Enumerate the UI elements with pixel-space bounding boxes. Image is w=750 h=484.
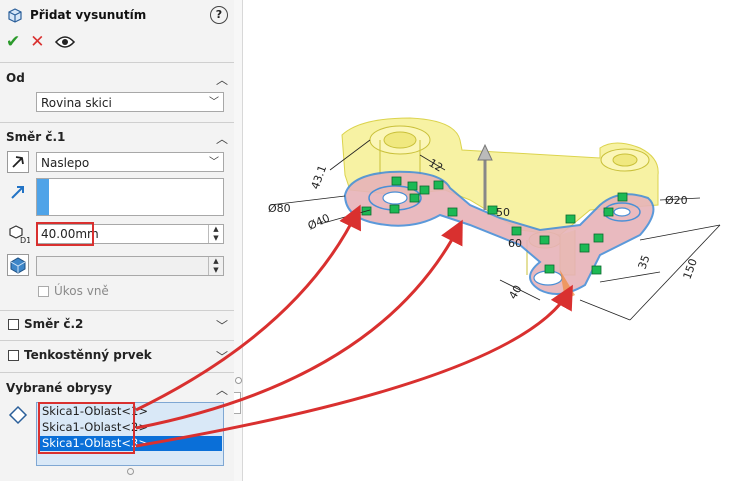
dimension-label: 43.1: [309, 164, 330, 191]
preview-eye-icon[interactable]: [54, 35, 75, 49]
divider: [0, 310, 234, 311]
model-view-svg: Ø80 Ø40 Ø20 43.1 12 50 35 150 40 60: [268, 117, 721, 321]
chevron-down-icon: ﹀: [209, 97, 219, 108]
chevron-up-icon[interactable]: ︿: [215, 132, 228, 146]
depth-value[interactable]: 40.00mm: [41, 227, 99, 241]
active-selection-marker: [37, 179, 49, 215]
dimension-label: Ø80: [268, 202, 291, 215]
panel-title: Přidat vysunutím: [30, 8, 147, 22]
splitter-grip-icon[interactable]: [235, 377, 242, 384]
direction-vector-icon: [11, 186, 24, 199]
chevron-up-icon[interactable]: ︿: [215, 383, 228, 397]
dimension-label: 60: [508, 237, 522, 250]
draft-icon: [10, 257, 26, 274]
from-section-title: Od: [6, 71, 25, 85]
chevron-up-icon[interactable]: ︿: [215, 73, 228, 87]
draft-angle-spinbox[interactable]: ▲▼: [36, 256, 224, 276]
ok-button[interactable]: ✔: [6, 32, 21, 52]
contour-diamond-icon: [8, 405, 28, 425]
direction-selection-box[interactable]: [36, 178, 224, 216]
property-manager-panel: Přidat vysunutím ? ✔ ✕ Od ︿ Rovina skici…: [0, 0, 235, 481]
divider: [0, 122, 234, 123]
divider: [0, 340, 234, 341]
draft-toggle-button[interactable]: [7, 254, 29, 276]
resize-grip-icon[interactable]: [127, 468, 134, 475]
cancel-button[interactable]: ✕: [30, 32, 45, 52]
dimension-label: 40: [506, 283, 524, 302]
chevron-down-icon[interactable]: ﹀: [215, 350, 228, 364]
panel-header: Přidat vysunutím: [0, 0, 234, 30]
reverse-direction-button[interactable]: [7, 151, 29, 173]
dimension-label: 150: [681, 257, 700, 281]
splitter-tab[interactable]: [234, 392, 241, 414]
depth-icon-label: D1: [20, 236, 30, 245]
dimension-label: Ø40: [306, 211, 332, 232]
draft-outward-label: Úkos vně: [54, 284, 109, 298]
chevron-down-icon: ﹀: [209, 157, 219, 168]
depth-highlight-box: [36, 222, 94, 246]
contours-highlight-box: [38, 402, 135, 454]
dimension-label: 12: [427, 156, 446, 174]
divider: [0, 62, 234, 63]
thin-feature-checkbox[interactable]: [8, 350, 19, 361]
direction2-checkbox[interactable]: [8, 319, 19, 330]
from-dropdown[interactable]: Rovina skici ﹀: [36, 92, 224, 112]
spin-arrows-icon[interactable]: ▲▼: [208, 257, 223, 275]
graphics-viewport[interactable]: Ø80 Ø40 Ø20 43.1 12 50 35 150 40 60: [243, 0, 750, 481]
contour-list-item[interactable]: Skica1-Oblast<2>: [42, 420, 148, 434]
depth-icon: D1: [9, 225, 30, 245]
dimension-label: 35: [636, 253, 653, 271]
divider: [0, 372, 234, 373]
thin-feature-section-title: Tenkostěnný prvek: [24, 348, 152, 362]
direction1-section-title: Směr č.1: [6, 130, 66, 144]
help-button[interactable]: ?: [210, 6, 228, 24]
from-dropdown-value: Rovina skici: [41, 96, 112, 110]
direction-arrow: [477, 143, 493, 210]
action-bar: ✔ ✕: [6, 32, 75, 52]
reverse-direction-icon: [12, 156, 24, 168]
extrude-feature-icon: [8, 8, 22, 23]
panel-splitter[interactable]: [234, 0, 243, 481]
dimension-label: Ø20: [665, 194, 688, 207]
dimension-label: 50: [496, 206, 510, 219]
contour-list-item[interactable]: Skica1-Oblast<1>: [42, 404, 148, 418]
draft-outward-checkbox[interactable]: [38, 286, 49, 297]
selected-contours-section-title: Vybrané obrysy: [6, 381, 113, 395]
direction2-section-title: Směr č.2: [24, 317, 84, 331]
spin-arrows-icon[interactable]: ▲▼: [208, 225, 223, 243]
chevron-down-icon[interactable]: ﹀: [215, 319, 228, 333]
end-condition-dropdown[interactable]: Naslepo ﹀: [36, 152, 224, 172]
end-condition-value: Naslepo: [41, 156, 90, 170]
